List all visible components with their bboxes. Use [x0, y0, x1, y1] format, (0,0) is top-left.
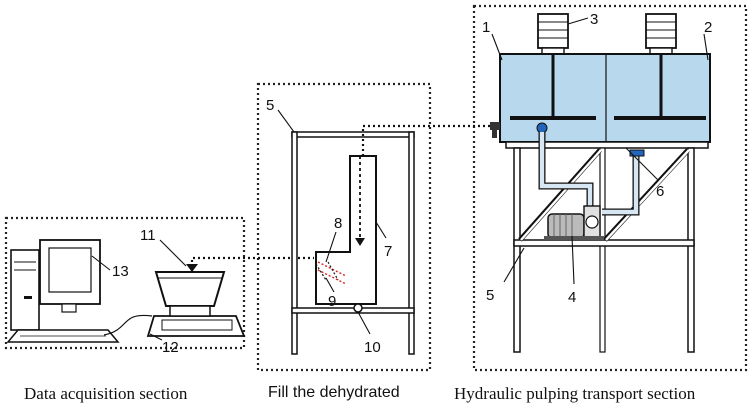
- drain-valve: [353, 303, 363, 313]
- stirring-motor-left: [537, 13, 569, 55]
- dehydration-column: [315, 155, 377, 313]
- discharge-pipe: [602, 156, 640, 216]
- label-6: 6: [656, 183, 664, 200]
- hydraulic-section-box: [472, 4, 748, 372]
- arrow-down-icon: [186, 264, 198, 272]
- flow-line-tank-to-fill: [361, 124, 492, 156]
- label-3: 3: [590, 11, 598, 28]
- label-1: 1: [482, 19, 490, 36]
- label-8: 8: [334, 215, 342, 232]
- pump-icon: [544, 205, 604, 240]
- caption-hydraulic: Hydraulic pulping transport section: [454, 384, 696, 403]
- stirring-motor-right: [645, 13, 677, 55]
- label-5-fill: 5: [266, 97, 274, 114]
- outlet-pipe: [315, 263, 327, 281]
- collection-bucket: [154, 271, 226, 317]
- callout-leaders: [91, 17, 709, 341]
- caption-fill-dehydrated: Fill the dehydrated: [268, 384, 400, 401]
- label-11: 11: [140, 227, 156, 244]
- outlet-tap: [490, 122, 500, 130]
- label-4: 4: [568, 289, 576, 306]
- inlet-valve: [536, 122, 548, 134]
- label-5-hydraulic: 5: [486, 287, 494, 304]
- data-acquisition-box: [4, 216, 246, 350]
- flow-line-fill-to-bucket: [190, 256, 314, 272]
- electronic-balance: [146, 315, 246, 337]
- label-13: 13: [112, 263, 129, 280]
- label-10: 10: [364, 339, 381, 356]
- mixing-tank: [499, 53, 711, 143]
- label-12: 12: [162, 339, 179, 356]
- fill-dehydrated-box: [256, 82, 432, 372]
- tank-stand: [505, 141, 709, 353]
- return-valve: [629, 149, 645, 157]
- label-9: 9: [328, 293, 336, 310]
- filter-screen: [317, 261, 347, 277]
- fill-stand-frame: [291, 131, 415, 355]
- label-7: 7: [384, 243, 392, 260]
- computer-icon: [6, 239, 153, 343]
- label-2: 2: [704, 19, 712, 36]
- caption-data-acquisition: Data acquisition section: [24, 384, 188, 403]
